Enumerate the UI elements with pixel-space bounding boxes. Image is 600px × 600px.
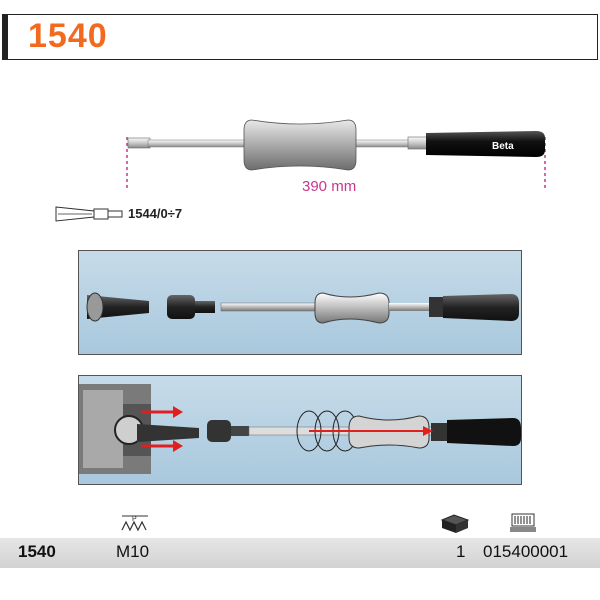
dimension-label: 390 mm — [302, 178, 357, 195]
barcode-terminal-icon — [510, 513, 536, 532]
collet-extractor-icon — [55, 206, 123, 222]
assembly-step-2 — [78, 375, 522, 485]
thread-pitch-icon: P — [121, 515, 148, 532]
accessory-label: 1544/0÷7 — [128, 206, 183, 221]
slide-hammer-illustration: Beta — [126, 119, 546, 190]
title-box: 1540 — [2, 14, 598, 60]
handle — [426, 131, 545, 157]
handle-brand: Beta — [492, 141, 514, 152]
spec-quantity: 1 — [456, 542, 466, 561]
spec-thread: M10 — [116, 542, 150, 561]
specification-row — [0, 538, 600, 568]
product-number: 1540 — [28, 17, 108, 55]
spec-ean: 015400001 — [483, 542, 569, 561]
package-box-icon — [440, 514, 470, 533]
spec-code: 1540 — [18, 542, 56, 561]
svg-text:P: P — [132, 516, 137, 523]
assembly-step-1 — [78, 250, 522, 355]
slide-weight — [243, 119, 357, 171]
